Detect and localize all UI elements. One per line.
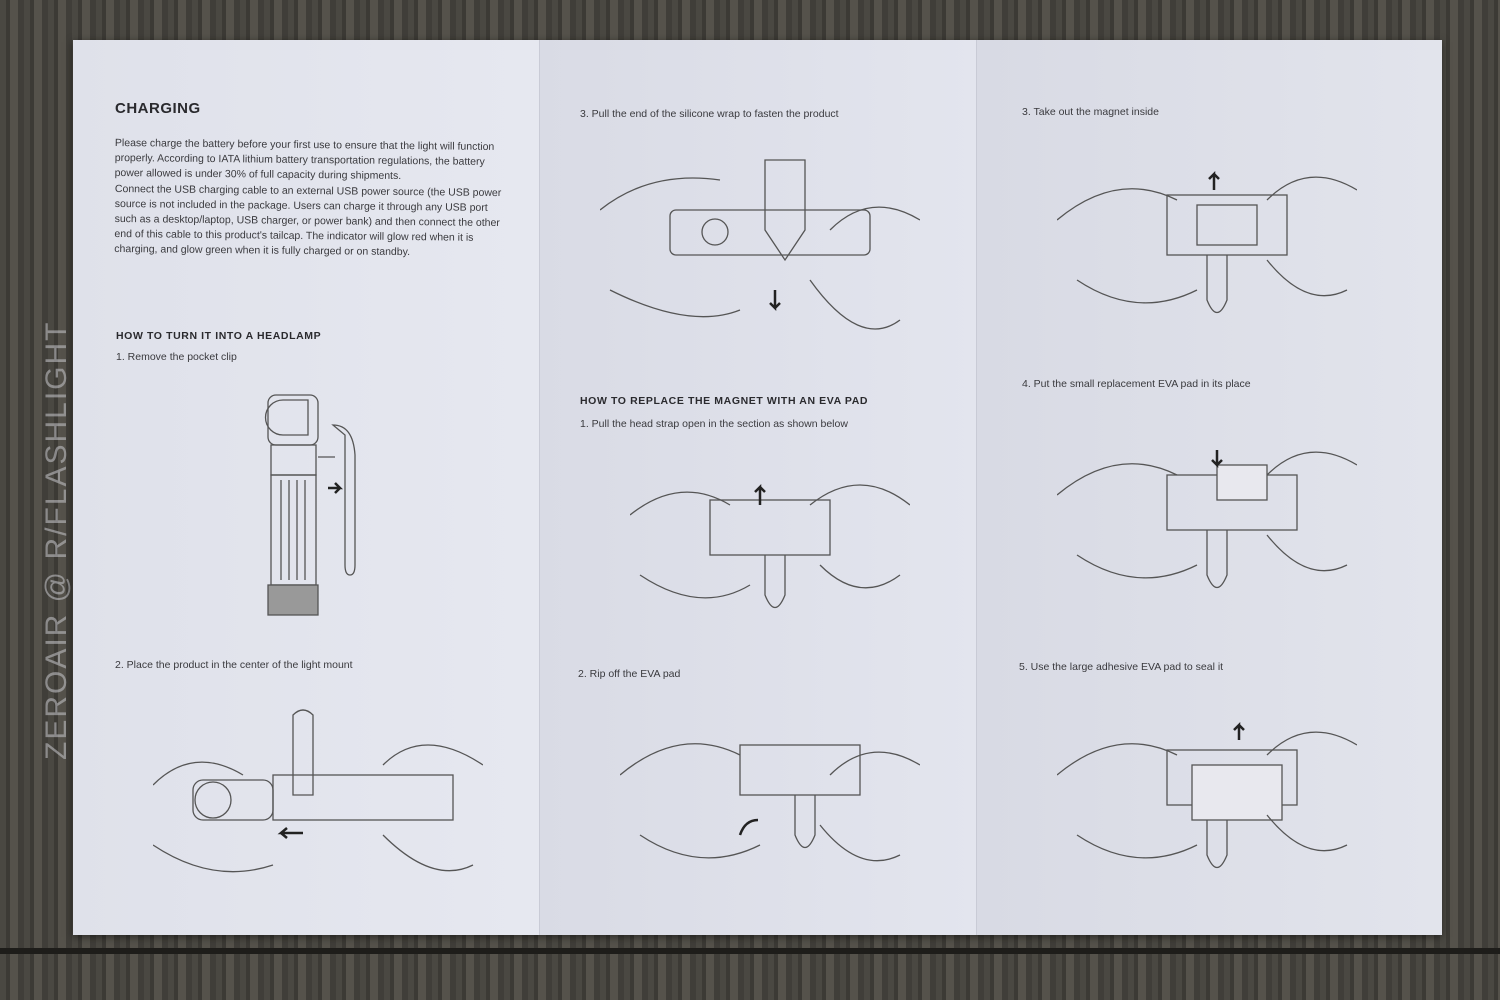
panel-charging-headlamp: CHARGING Please charge the battery befor… bbox=[73, 40, 539, 935]
wrap-step-3: 3. Pull the end of the silicone wrap to … bbox=[580, 108, 839, 120]
magnet-step-1: 1. Pull the head strap open in the secti… bbox=[580, 418, 848, 430]
charging-paragraph-2: Connect the USB charging cable to an ext… bbox=[114, 182, 502, 259]
magnet-step-5: 5. Use the large adhesive EVA pad to sea… bbox=[1019, 661, 1224, 673]
silicone-wrap-illustration bbox=[600, 159, 920, 330]
headlamp-step-2: 2. Place the product in the center of th… bbox=[115, 659, 353, 671]
magnet-step-2: 2. Rip off the EVA pad bbox=[578, 668, 681, 680]
magnet-step-3: 3. Take out the magnet inside bbox=[1022, 106, 1159, 118]
headlamp-heading: HOW TO TURN IT INTO A HEADLAMP bbox=[116, 330, 322, 342]
seal-large-eva-pad-illustration bbox=[1057, 721, 1357, 869]
watermark: ZEROAIR @ R/FLASHLIGHT bbox=[40, 320, 73, 760]
headlamp-step-1: 1. Remove the pocket clip bbox=[116, 351, 237, 363]
take-out-magnet-illustration bbox=[1057, 170, 1357, 314]
panel-eva-pad: 3. Take out the magnet inside 4. Put the… bbox=[976, 40, 1442, 935]
charging-heading: CHARGING bbox=[115, 100, 201, 117]
plank-gap bbox=[0, 948, 1500, 954]
place-small-eva-pad-illustration bbox=[1057, 450, 1357, 589]
grip-lines bbox=[280, 480, 306, 580]
panel-magnet-replacement: 3. Pull the end of the silicone wrap to … bbox=[539, 40, 977, 935]
magnet-heading: HOW TO REPLACE THE MAGNET WITH AN EVA PA… bbox=[580, 395, 869, 407]
magnet-step-4: 4. Put the small replacement EVA pad in … bbox=[1022, 378, 1251, 390]
instruction-leaflet: CHARGING Please charge the battery befor… bbox=[73, 40, 1442, 935]
place-in-mount-illustration bbox=[153, 709, 483, 873]
charging-paragraph-1: Please charge the battery before your fi… bbox=[114, 136, 495, 182]
pull-strap-illustration bbox=[630, 483, 910, 609]
rip-eva-pad-illustration bbox=[620, 743, 920, 862]
flashlight-clip-illustration bbox=[264, 394, 356, 616]
